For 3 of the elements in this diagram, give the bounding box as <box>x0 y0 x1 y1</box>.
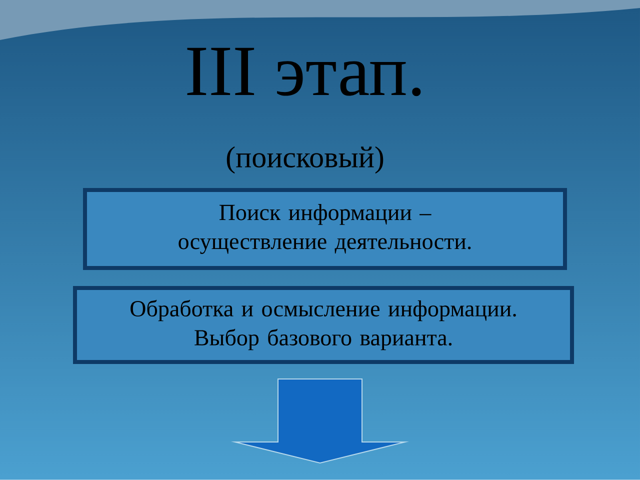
text-box: Обработка и осмысление информации. Выбор базового варианта. <box>73 286 574 364</box>
text-box: Поиск информации – осуществление деятельности. <box>83 188 567 270</box>
slide-title: III этап. <box>187 48 421 96</box>
